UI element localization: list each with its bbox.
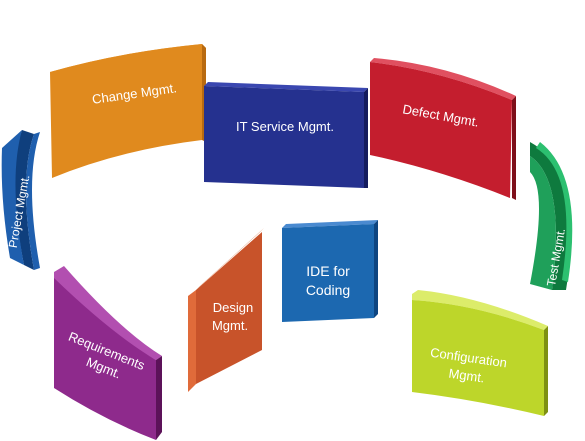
design-mgmt-label-line1: Design (213, 300, 253, 315)
test-mgmt-panel: Test Mgmt. (530, 142, 573, 290)
change-mgmt-panel: Change Mgmt. (50, 44, 206, 178)
ide-coding-panel: IDE for Coding (282, 220, 378, 322)
it-service-mgmt-label: IT Service Mgmt. (236, 119, 334, 134)
ide-coding-label-line1: IDE for (306, 263, 350, 279)
configuration-mgmt-label-line2: Mgmt. (448, 366, 486, 386)
design-mgmt-panel: Design Mgmt. (188, 228, 264, 392)
design-mgmt-label-line2: Mgmt. (212, 318, 248, 333)
defect-mgmt-panel: Defect Mgmt. (370, 58, 516, 200)
ide-coding-label-line2: Coding (306, 282, 350, 298)
requirements-mgmt-panel: Requirements Mgmt. (54, 266, 162, 440)
it-service-mgmt-panel: IT Service Mgmt. (204, 82, 368, 188)
configuration-mgmt-panel: Configuration Mgmt. (412, 290, 548, 416)
project-mgmt-panel: Project Mgmt. (1, 130, 40, 270)
